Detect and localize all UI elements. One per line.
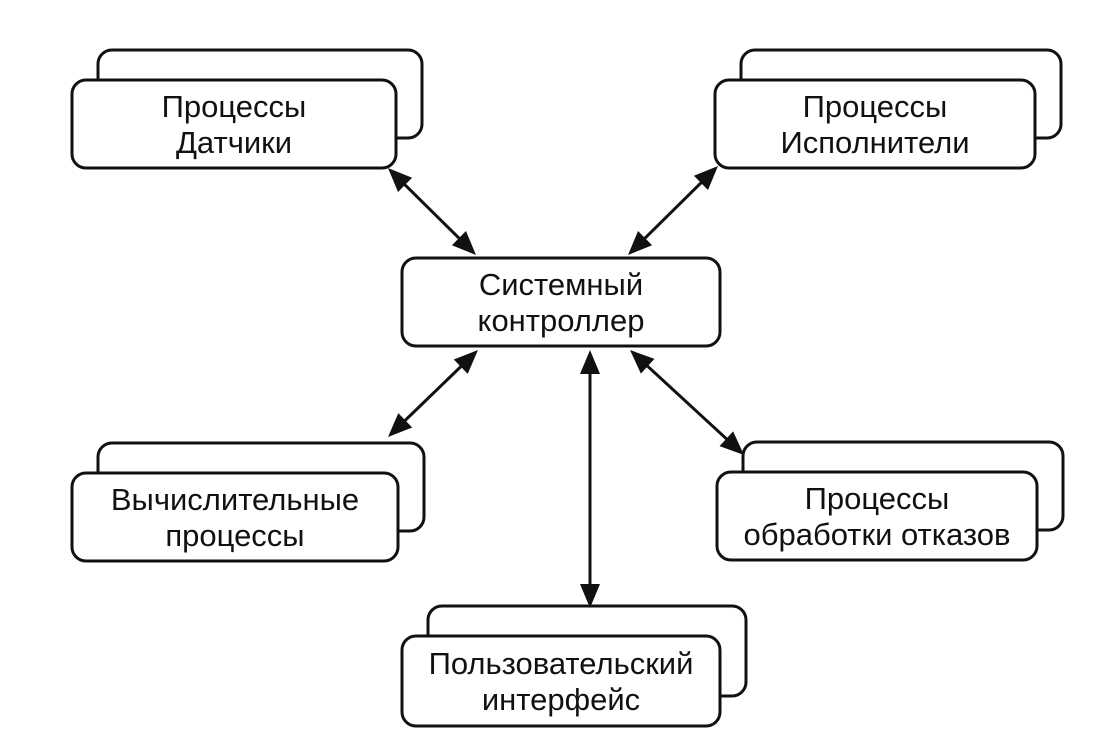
arrow-controller-actuators-head-start <box>628 231 653 255</box>
arrow-controller-actuators <box>628 166 718 255</box>
node-system-controller-label-line-2: контроллер <box>478 303 645 338</box>
node-user-interface-label-line-1: Пользовательский <box>429 646 694 681</box>
node-fault-handling-processes-label-line-1: Процессы <box>805 481 950 516</box>
arrow-controller-compute-head-start <box>453 350 478 374</box>
arrow-controller-sensors-head-end <box>388 168 413 192</box>
arrow-controller-ui <box>580 350 600 608</box>
node-fault-handling-processes-label-line-2: обработки отказов <box>744 517 1011 552</box>
arrow-controller-faults-head-end <box>719 431 744 455</box>
arrow-controller-ui-head-end <box>580 584 600 608</box>
node-computational-processes-label-line-1: Вычислительные <box>111 482 359 517</box>
node-computational-processes-label-line-2: процессы <box>165 518 304 553</box>
arrow-controller-compute-head-end <box>388 413 413 437</box>
arrow-controller-actuators-head-end <box>693 166 718 190</box>
node-fault-handling-processes-box <box>715 470 1039 562</box>
arrow-controller-sensors <box>388 168 476 255</box>
node-sensor-processes-box <box>70 78 398 170</box>
node-computational-processes-box <box>70 471 400 563</box>
arrow-controller-ui-head-start <box>580 350 600 374</box>
arrow-controller-sensors-head-start <box>451 231 476 255</box>
arrow-controller-faults-head-start <box>630 350 655 374</box>
node-actuator-processes-label-line-1: Процессы <box>803 89 948 124</box>
arrow-controller-compute <box>388 350 478 437</box>
node-user-interface-label-line-2: интерфейс <box>482 682 640 717</box>
node-actuator-processes-label-line-2: Исполнители <box>780 125 969 160</box>
node-sensor-processes-label-line-1: Процессы <box>162 89 307 124</box>
node-system-controller-box <box>400 256 722 348</box>
node-user-interface-box <box>400 634 722 728</box>
arrow-controller-faults <box>630 350 744 455</box>
node-actuator-processes-box <box>713 78 1037 170</box>
node-sensor-processes-label-line-2: Датчики <box>176 125 292 160</box>
node-system-controller-label-line-1: Системный <box>479 267 643 302</box>
